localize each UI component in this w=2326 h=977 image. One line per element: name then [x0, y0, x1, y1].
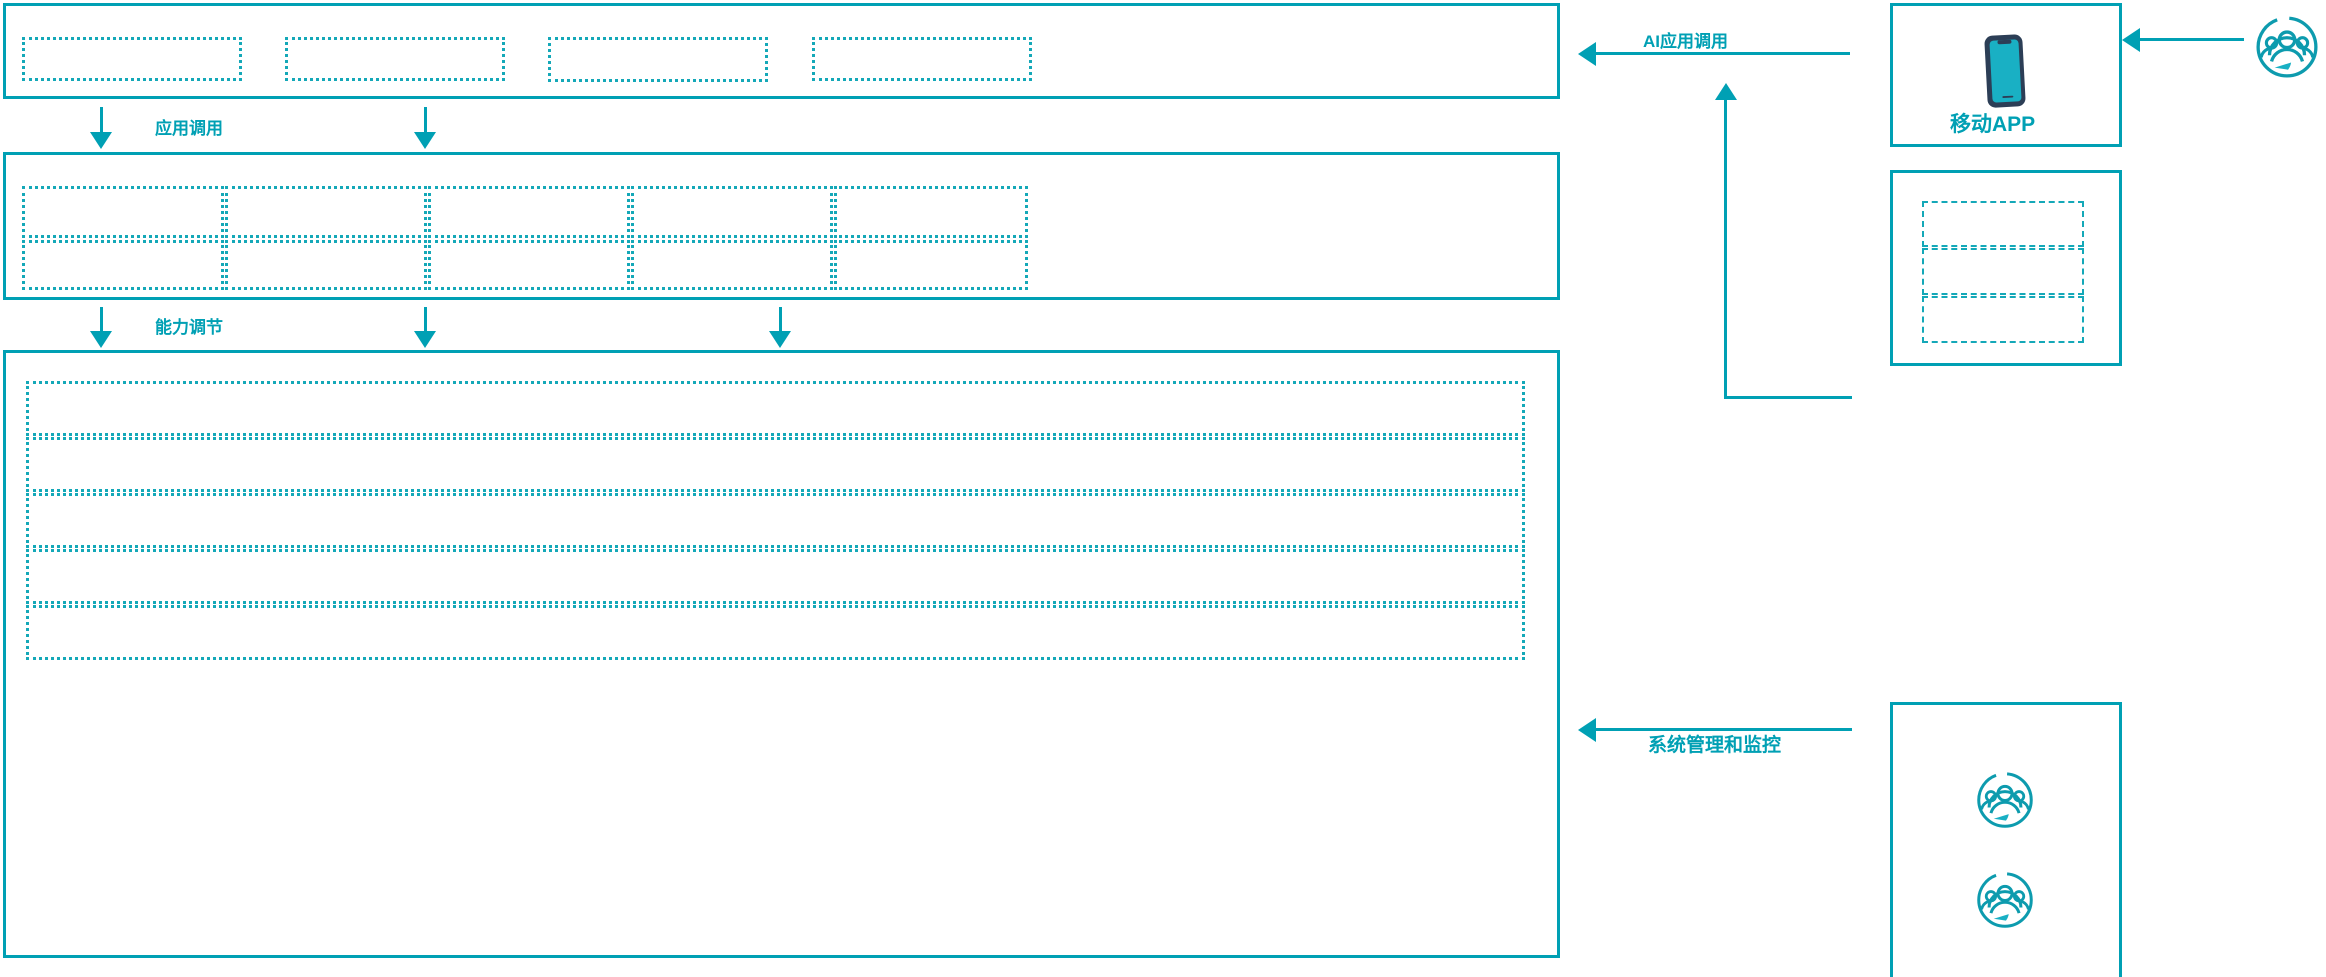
- app-invoke-connector-line-1: [100, 107, 103, 141]
- capability-connector-line-3: [779, 307, 782, 340]
- ai-app-invoke-hline: [1596, 52, 1850, 55]
- secondary-panel-slot-3[interactable]: [1922, 296, 2084, 343]
- application-slot-4[interactable]: [812, 37, 1032, 81]
- capability-slot-r1c3[interactable]: [428, 186, 630, 238]
- capability-slot-r2c2[interactable]: [225, 240, 427, 290]
- ai-app-invoke-return-vline: [1724, 100, 1727, 399]
- app-invoke-label: 应用调用: [155, 119, 223, 138]
- ai-app-invoke-label: AI应用调用: [1643, 32, 1728, 51]
- application-slot-1[interactable]: [22, 37, 242, 81]
- capability-slot-r1c1[interactable]: [22, 186, 224, 238]
- capability-layer-panel: [3, 152, 1560, 300]
- system-manage-label: 系统管理和监控: [1648, 735, 1782, 756]
- capability-slot-r1c4[interactable]: [631, 186, 833, 238]
- platform-slot-2[interactable]: [26, 437, 1525, 492]
- people-group-icon-2: [1975, 870, 2035, 930]
- capability-slot-r2c5[interactable]: [834, 240, 1028, 290]
- capability-slot-r1c5[interactable]: [834, 186, 1028, 238]
- capability-slot-r2c3[interactable]: [428, 240, 630, 290]
- secondary-panel-slot-2[interactable]: [1922, 248, 2084, 295]
- platform-slot-1[interactable]: [26, 381, 1525, 436]
- capability-slot-r2c1[interactable]: [22, 240, 224, 290]
- ai-app-invoke-arrow: [1578, 42, 1596, 66]
- capability-arrow-2: [414, 331, 436, 348]
- app-invoke-arrow-1: [90, 132, 112, 149]
- mobile-phone-icon: [1975, 30, 2037, 112]
- application-layer-panel: [3, 3, 1560, 99]
- platform-slot-4[interactable]: [26, 549, 1525, 604]
- app-invoke-connector-line-2: [424, 107, 427, 141]
- people-group-icon-external: [2254, 14, 2320, 80]
- application-slot-2[interactable]: [285, 37, 505, 81]
- ai-app-invoke-return-hline: [1724, 396, 1852, 399]
- system-manage-hline: [1596, 728, 1852, 731]
- capability-connector-line-1: [100, 307, 103, 340]
- capability-arrow-1: [90, 331, 112, 348]
- app-invoke-arrow-2: [414, 132, 436, 149]
- people-group-icon-1: [1975, 770, 2035, 830]
- external-user-arrow: [2122, 28, 2140, 52]
- capability-connector-line-2: [424, 307, 427, 340]
- platform-slot-3[interactable]: [26, 493, 1525, 548]
- secondary-panel-slot-1[interactable]: [1922, 201, 2084, 247]
- ai-app-invoke-return-arrow: [1715, 83, 1737, 100]
- platform-layer-panel: [3, 350, 1560, 958]
- system-manage-arrow: [1578, 718, 1596, 742]
- users-panel: [1890, 702, 2122, 977]
- capability-arrow-3: [769, 331, 791, 348]
- capability-label: 能力调节: [155, 318, 223, 337]
- external-user-connector-line: [2138, 38, 2244, 41]
- application-slot-3[interactable]: [548, 37, 768, 82]
- mobile-app-label: 移动APP: [1950, 113, 2036, 136]
- capability-slot-r1c2[interactable]: [225, 186, 427, 238]
- capability-slot-r2c4[interactable]: [631, 240, 833, 290]
- platform-slot-5[interactable]: [26, 605, 1525, 660]
